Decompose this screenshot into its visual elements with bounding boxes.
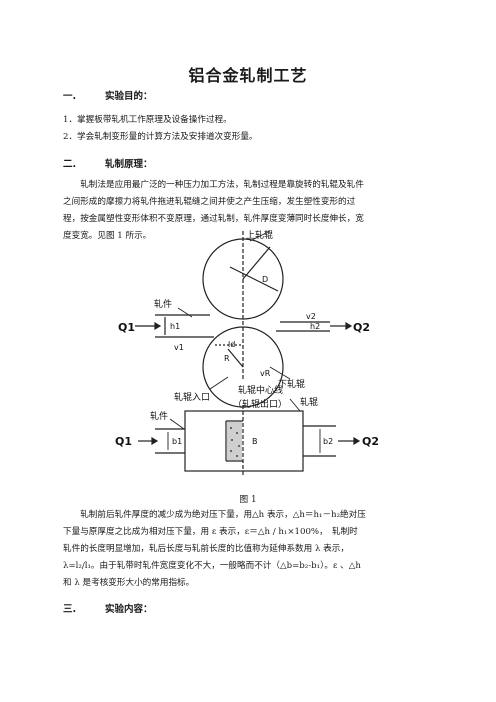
paragraph-line: 轧制法是应用最广泛的一种压力加工方法，轧制过程是靠旋转的轧辊及轧件 (63, 180, 364, 190)
section-heading-1: 一. 实验目的： (63, 88, 153, 102)
paragraph-line: 程，按金属塑性变形体积不变原理，通过轧制，轧件厚度变薄同时长度伸长，宽 (63, 214, 364, 224)
label-vr: vR (260, 369, 271, 378)
workpiece-leader (177, 307, 193, 318)
rolling-diagram: 上轧辊 轧件 Q1 Q2 h1 h2 v1 v2 D R ld vR 下轧辊 轧… (115, 229, 379, 477)
section-title: 实验内容： (105, 604, 153, 615)
plan-roll-leader (289, 398, 301, 412)
section-number: 一. (63, 91, 77, 102)
objective-2: 2．学会轧制变形量的计算方法及安排道次变形量。 (63, 132, 258, 142)
label-plan-q1: Q1 (115, 435, 132, 448)
label-h1: h1 (170, 322, 180, 331)
label-v2: v2 (306, 312, 316, 321)
lower-roll-leader (269, 366, 291, 380)
label-plan-q2: Q2 (362, 435, 379, 448)
label-ld: ld (228, 340, 235, 349)
q2-arrow-head (345, 321, 353, 331)
q1-arrow-head (154, 321, 162, 331)
label-centerline: 轧辊中心线 (238, 384, 283, 396)
label-roll: 轧辊 (300, 396, 318, 408)
label-q2: Q2 (353, 321, 370, 334)
label-h2: h2 (310, 322, 320, 331)
figure-caption: 图 1 (239, 495, 257, 505)
upper-roll-chord (229, 266, 279, 292)
objective-1: 1．掌握板带轧机工作原理及设备操作过程。 (63, 115, 232, 125)
label-entry: 轧辊入口 (174, 391, 210, 403)
paragraph-line: 轧制前后轧件厚度的减少成为绝对压下量，用△h 表示，△h＝h₁－h₂绝对压 (63, 510, 366, 520)
label-b1: b1 (172, 437, 182, 446)
upper-roll-radius (242, 246, 271, 280)
formula-paragraph: 轧制前后轧件厚度的减少成为绝对压下量，用△h 表示，△h＝h₁－h₂绝对压 下量… (63, 507, 433, 592)
section-title: 实验目的： (105, 91, 153, 102)
deformation-zone-hatch (227, 422, 242, 460)
section-heading-2: 二. 轧制原理： (63, 156, 153, 170)
principle-paragraph: 轧制法是应用最广泛的一种压力加工方法，轧制过程是靠旋转的轧辊及轧件 之间形成的摩… (63, 177, 433, 245)
label-v1: v1 (174, 343, 184, 352)
section-number: 三. (63, 604, 77, 615)
label-r: R (224, 354, 230, 363)
label-q1: Q1 (118, 321, 135, 334)
upper-roll-leader (249, 230, 271, 242)
paragraph-line: λ=l₂/l₁。由于轧带时轧件宽度变化不大，一般略而不计（△b=b₂-b₁）。ε… (63, 561, 361, 571)
section-title: 轧制原理： (105, 159, 153, 170)
label-workpiece: 轧件 (154, 298, 172, 310)
plan-q1-head (151, 436, 159, 446)
paragraph-line: 下量与原厚度之比成为相对压下量，用 ε 表示，ε＝△h / h₁×100%， 轧… (63, 527, 358, 537)
label-d: D (262, 275, 268, 284)
lower-roll-radius (227, 348, 244, 368)
plan-workpiece-leader (169, 418, 185, 430)
paragraph-line: 和 λ 是考核变形大小的常用指标。 (63, 578, 195, 588)
label-lower-roll: 下轧辊 (278, 378, 305, 390)
label-b2: b2 (323, 437, 333, 446)
section-heading-3: 三. 实验内容： (63, 601, 153, 615)
page-title: 铝合金轧制工艺 (188, 66, 308, 85)
paragraph-line: 之间形成的摩擦力将轧件拖进轧辊缝之间并使之产生压缩，发生塑性变形的过 (63, 197, 356, 207)
section-number: 二. (63, 159, 77, 170)
paragraph-line: 轧件的长度明显增加，轧后长度与轧前长度的比值称为延伸系数用 λ 表示， (63, 544, 349, 554)
plan-q2-head (353, 436, 361, 446)
entry-leader (209, 376, 229, 390)
label-plan-workpiece: 轧件 (150, 410, 168, 422)
plan-roll-rect (184, 410, 304, 472)
paragraph-line: 度变宽。见图 1 所示。 (63, 231, 152, 241)
upper-roll-circle (202, 238, 284, 320)
label-b: B (252, 437, 258, 446)
label-upper-roll: 上轧辊 (246, 229, 273, 241)
label-exit: （轧辊出口） (233, 398, 287, 410)
